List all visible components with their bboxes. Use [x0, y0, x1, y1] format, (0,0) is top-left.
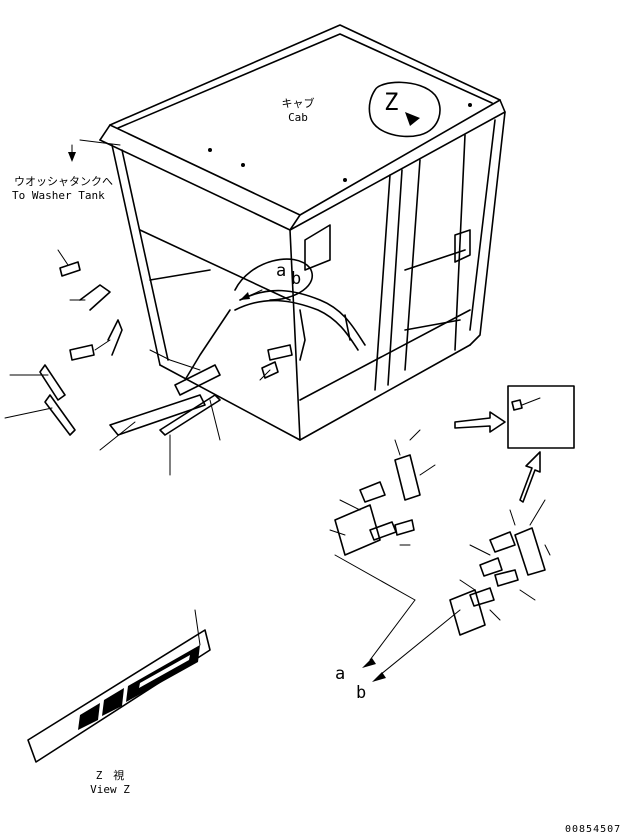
washer-label-jp: ウオッシャタンクへ — [14, 175, 113, 188]
view-z-mark: Z — [384, 88, 399, 116]
cab-label-jp: キャブ — [281, 97, 315, 110]
washer-label-en: To Washer Tank — [12, 189, 105, 202]
view-z-label-en: View Z — [90, 783, 130, 796]
ab-leader-arrows — [362, 599, 461, 682]
washer-hoses — [184, 289, 366, 381]
part-number: 00854507 — [565, 824, 622, 835]
mark-a-lower: a — [335, 664, 346, 684]
view-z-label-jp: Z 視 — [95, 769, 125, 782]
cab-roof — [99, 24, 506, 231]
mark-a-upper: a — [276, 261, 287, 281]
decal-view-z — [27, 609, 211, 763]
bracket-assembly-b — [449, 499, 551, 636]
callout-loop-ab — [234, 258, 313, 301]
cab-frame — [111, 111, 506, 441]
bracket-assembly-a — [329, 429, 436, 601]
detail-box — [454, 385, 575, 503]
mark-b-upper: b — [291, 269, 302, 289]
cab-label-en: Cab — [288, 111, 308, 124]
mark-b-lower: b — [356, 683, 367, 703]
washer-arrow — [68, 139, 121, 162]
view-z-balloon — [368, 81, 441, 138]
left-side-parts — [4, 249, 293, 476]
